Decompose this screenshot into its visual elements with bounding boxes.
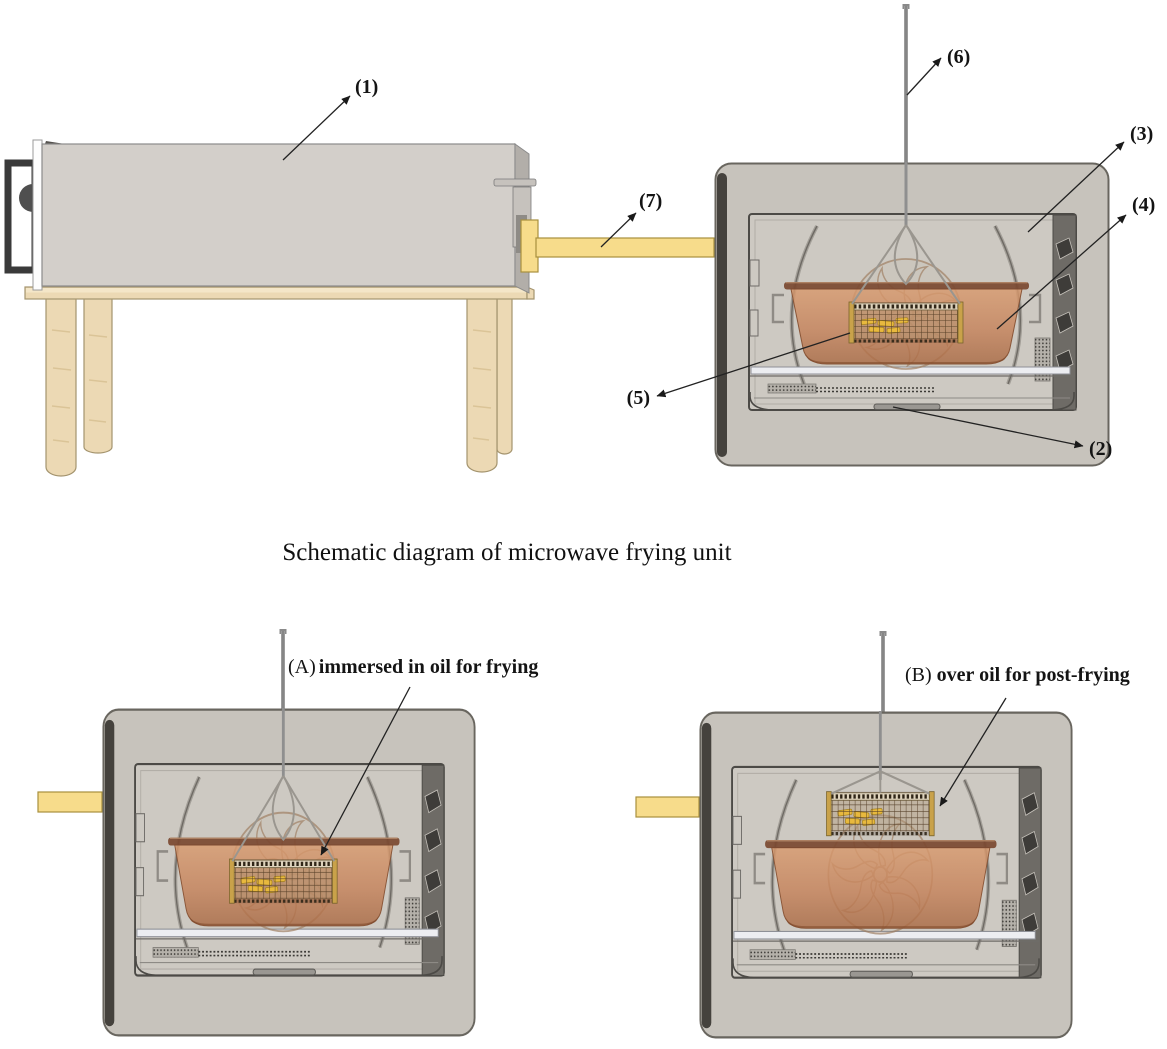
panel-b-label: (B)over oil for post-frying [905, 664, 1130, 686]
callout-6-arrow [906, 57, 942, 96]
support-table [24, 286, 535, 477]
callout-4-arrow [996, 214, 1127, 330]
callout-6: (6) [947, 46, 970, 68]
callout-5-arrow [656, 332, 851, 398]
callout-7: (7) [639, 190, 662, 212]
microwave-oven-main [714, 162, 1110, 467]
panel-b-arrow [939, 697, 1007, 807]
callout-3-arrow [1027, 141, 1125, 233]
figure-caption: Schematic diagram of microwave frying un… [282, 539, 731, 566]
panel-a-desc: immersed in oil for frying [319, 656, 539, 678]
waveguide-stub-a [37, 791, 103, 813]
callout-1: (1) [355, 76, 378, 98]
callout-2-arrow [892, 406, 1084, 449]
frying-vessel [753, 838, 1009, 930]
panel-a: (A)immersed in oil for frying [37, 629, 538, 1035]
callout-1-arrow [282, 95, 351, 161]
waveguide [520, 219, 715, 273]
magnetron-unit [4, 139, 537, 294]
panel-b: (B)over oil for post-frying [635, 631, 1130, 1037]
callout-4: (4) [1132, 194, 1155, 216]
callout-7-arrow [600, 212, 637, 248]
generator-body [41, 143, 516, 287]
callout-2: (2) [1089, 438, 1112, 460]
panel-a-label: (A)immersed in oil for frying [288, 656, 538, 678]
fry-basket-immersed [230, 859, 338, 903]
fry-basket [847, 300, 965, 345]
panel-b-desc: over oil for post-frying [937, 664, 1130, 686]
panel-a-tag: (A) [288, 656, 316, 678]
waveguide-stub-b [635, 796, 700, 818]
panel-b-tag: (B) [905, 664, 932, 686]
callout-3: (3) [1130, 123, 1153, 145]
fry-basket-raised [827, 792, 935, 836]
microwave-oven-a [103, 708, 474, 1035]
end-plate [32, 139, 43, 291]
waveguide-bar [535, 237, 715, 258]
callouts: (1) (6) (3) (4) (5) (2) (7) [282, 46, 1155, 460]
microwave-oven-b [700, 711, 1071, 1037]
panel-a-arrow [320, 686, 411, 856]
basket-lift-rod [902, 4, 910, 164]
callout-5: (5) [627, 387, 650, 409]
